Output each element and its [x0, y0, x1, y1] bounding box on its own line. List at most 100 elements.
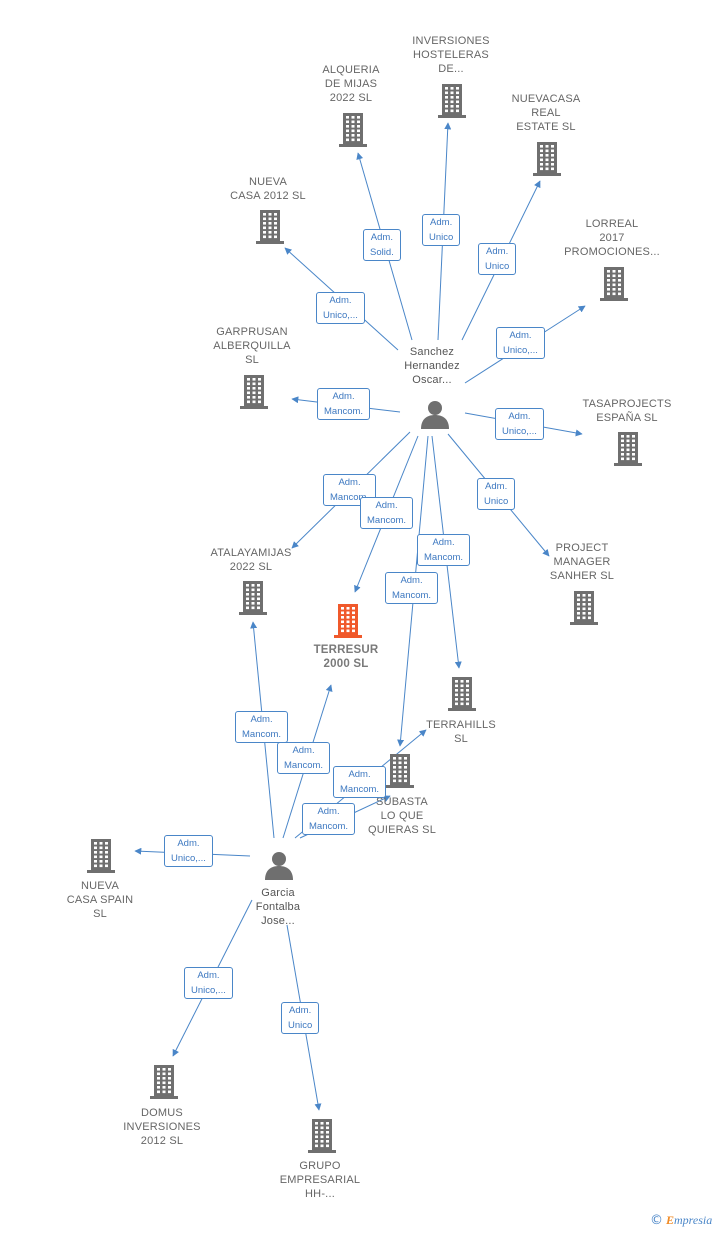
role-badge-line: Solid. — [370, 247, 394, 258]
building-icon[interactable] — [240, 375, 268, 414]
role-badge[interactable]: Adm.Mancom. — [360, 497, 414, 529]
role-badge-line: Adm. — [332, 391, 355, 402]
person-icon[interactable] — [420, 399, 450, 434]
role-badge-line: Adm. — [317, 806, 340, 817]
building-icon[interactable] — [448, 677, 476, 716]
node-label-line: SL — [454, 733, 468, 745]
role-badge-line: Adm. — [289, 1005, 312, 1016]
building-icon[interactable] — [87, 839, 115, 878]
company-node-alqueria[interactable]: ALQUERIA DE MIJAS 2022 SL — [322, 63, 379, 105]
role-badge[interactable]: Adm.Unico,... — [496, 327, 545, 359]
role-badge[interactable]: Adm.Mancom. — [317, 388, 371, 420]
role-badge[interactable]: Adm.Unico,... — [184, 967, 233, 999]
role-badge-line: Unico,... — [502, 426, 537, 437]
node-label-line: Jose... — [261, 915, 295, 927]
node-label-line: 2017 — [599, 232, 625, 244]
node-label-line: CASA SPAIN — [66, 894, 134, 906]
node-label-line: INVERSIONES — [123, 1121, 201, 1133]
role-badge-line: Adm. — [338, 477, 361, 488]
role-badge[interactable]: Adm.Mancom. — [385, 572, 439, 604]
node-label-line: SUBASTA — [376, 796, 428, 808]
role-badge-line: Adm. — [375, 500, 398, 511]
node-label-line: MANAGER — [553, 556, 611, 568]
building-icon[interactable] — [438, 84, 466, 123]
role-badge-line: Adm. — [430, 217, 453, 228]
building-icon[interactable] — [256, 210, 284, 249]
building-icon[interactable] — [339, 113, 367, 152]
node-label-line: SL — [93, 908, 107, 920]
role-badge-line: Adm. — [400, 575, 423, 586]
node-label-line: LORREAL — [585, 218, 639, 230]
role-badge[interactable]: Adm.Mancom. — [235, 711, 289, 743]
role-badge[interactable]: Adm.Mancom. — [277, 742, 331, 774]
building-icon[interactable] — [308, 1119, 336, 1158]
node-label-line: EMPRESARIAL — [279, 1174, 361, 1186]
building-icon[interactable] — [239, 581, 267, 620]
person-icon[interactable] — [264, 850, 294, 885]
node-label-line: ATALAYAMIJAS — [210, 547, 292, 559]
role-badge[interactable]: Adm.Mancom. — [417, 534, 471, 566]
role-badge[interactable]: Adm.Unico — [422, 214, 461, 246]
role-badge[interactable]: Adm.Unico,... — [164, 835, 213, 867]
building-icon[interactable] — [386, 754, 414, 793]
node-label-line: HH-... — [305, 1188, 335, 1200]
node-label: ALQUERIA DE MIJAS 2022 SL — [322, 63, 379, 105]
node-label-line: QUIERAS SL — [367, 824, 437, 836]
role-badge-line: Adm. — [486, 246, 509, 257]
building-icon[interactable] — [150, 1065, 178, 1104]
role-badge-line: Adm. — [177, 838, 200, 849]
building-icon[interactable] — [614, 432, 642, 471]
role-badge[interactable]: Adm. Solid. — [363, 229, 401, 261]
role-badge-line: Mancom. — [242, 729, 282, 740]
role-badge-line: Adm. — [329, 295, 352, 306]
node-label-line: PROMOCIONES... — [564, 246, 660, 258]
node-label-line: 2022 SL — [329, 92, 373, 104]
building-icon[interactable] — [570, 591, 598, 630]
role-badge-line: Unico,... — [503, 345, 538, 356]
role-badge[interactable]: Adm.Unico — [478, 243, 517, 275]
node-label-line: NUEVA — [248, 176, 288, 188]
building-icon[interactable] — [334, 604, 362, 643]
role-badge[interactable]: Adm.Unico — [477, 478, 516, 510]
node-label-line: 2000 SL — [323, 658, 369, 670]
role-badge-line: Adm. — [370, 232, 393, 243]
role-badge[interactable]: Adm.Unico — [281, 1002, 320, 1034]
node-label-line: ALQUERIA — [322, 64, 380, 76]
role-badge-line: Adm. — [485, 481, 508, 492]
role-badge[interactable]: Adm.Unico,... — [316, 292, 365, 324]
role-badge[interactable]: Adm.Unico,... — [495, 408, 544, 440]
role-badge[interactable]: Adm.Mancom. — [323, 474, 377, 506]
building-icon[interactable] — [533, 142, 561, 181]
role-badge-line: Adm. — [197, 970, 220, 981]
role-badge[interactable]: Adm.Mancom. — [333, 766, 387, 798]
building-icon[interactable] — [600, 267, 628, 306]
node-label-line: DE MIJAS — [324, 78, 378, 90]
role-badge[interactable]: Adm.Mancom. — [302, 803, 356, 835]
